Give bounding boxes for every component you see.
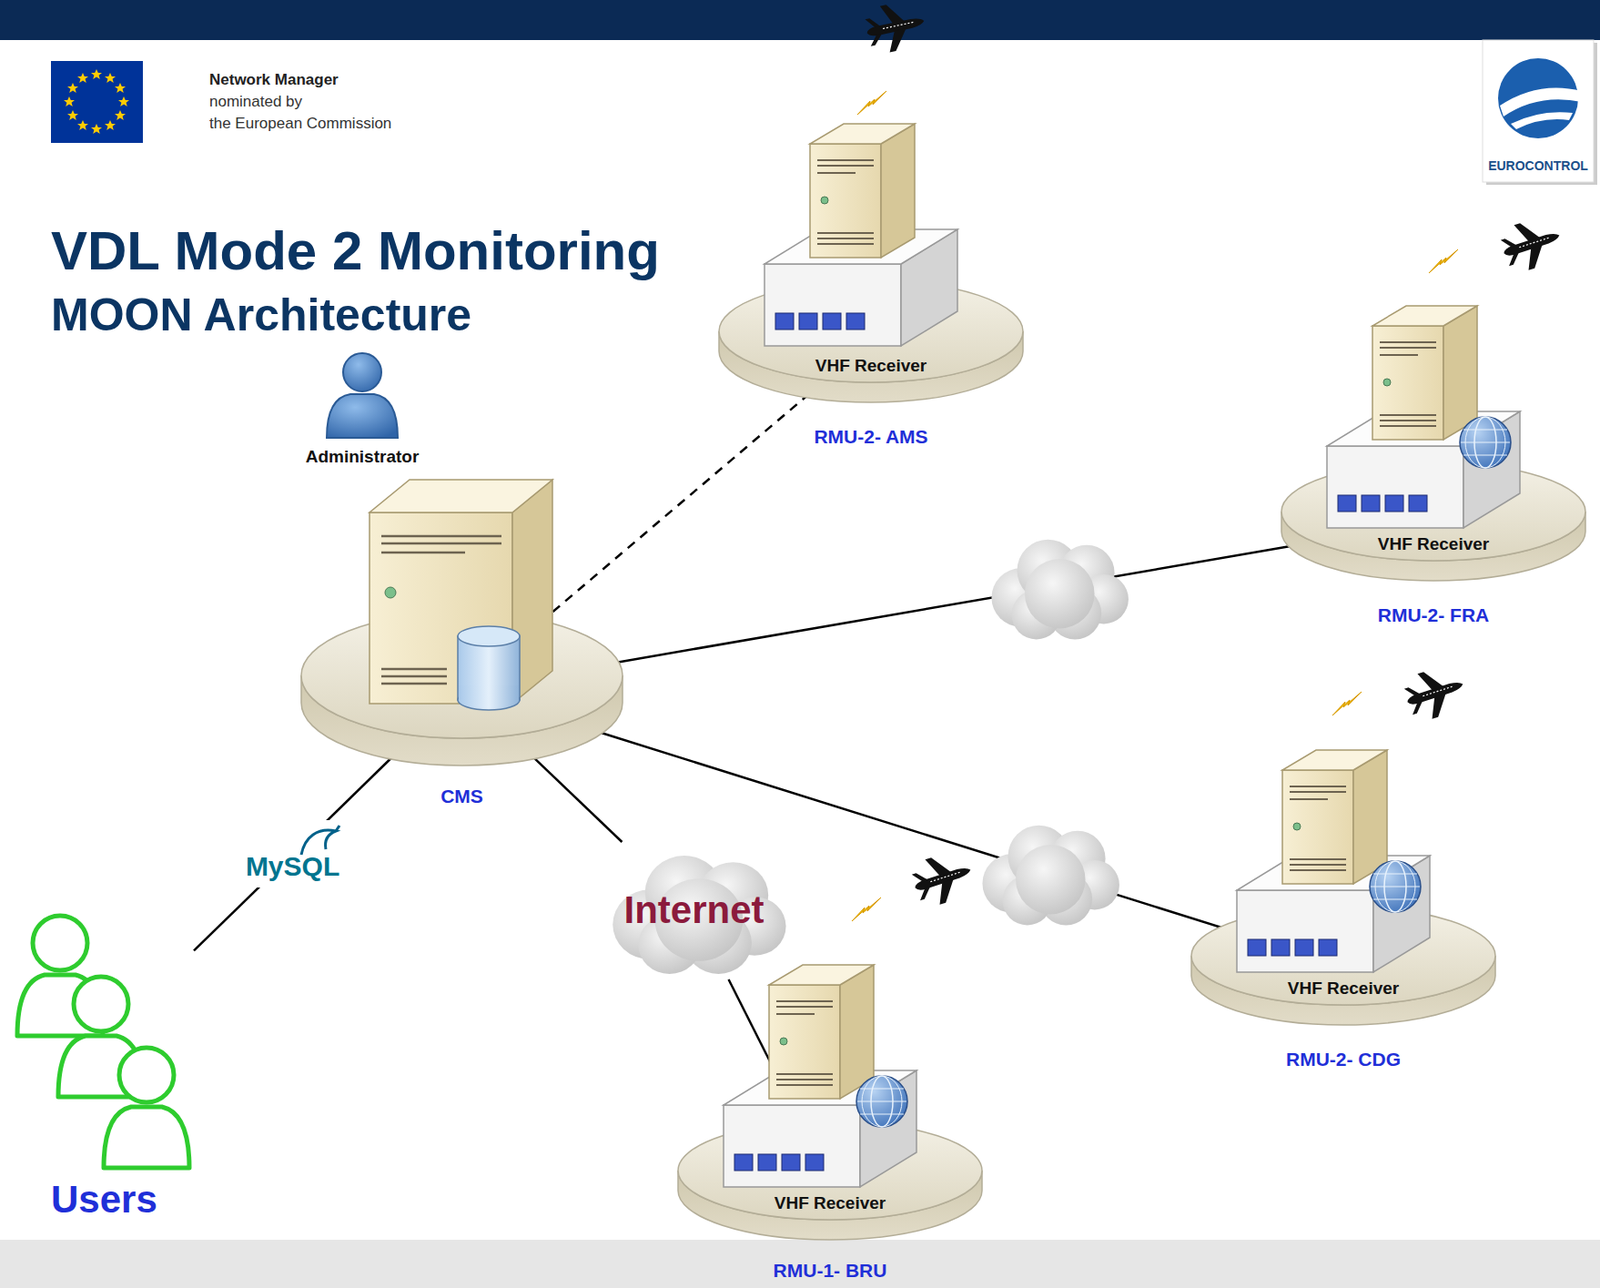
radio-link [1428, 249, 1459, 274]
disc-shape [301, 612, 623, 766]
station-label: CMS [440, 785, 484, 808]
administrator-icon: Administrator [323, 350, 402, 440]
network-link [533, 757, 622, 842]
logo-text: EUROCONTROL [1488, 158, 1589, 173]
edge-label: MySQL [234, 820, 351, 889]
admin-icon [326, 353, 398, 438]
aircraft-icon [861, 0, 929, 57]
subtitle: MOON Architecture [50, 290, 472, 341]
node-text: Users [50, 1177, 158, 1222]
disc-shape [1191, 906, 1496, 1025]
cloud-shape [612, 855, 786, 974]
eu-flag [50, 60, 143, 143]
platform-side [1281, 511, 1586, 581]
node-text: Administrator [305, 446, 420, 467]
header-text: Network Manager [209, 70, 339, 90]
srvg-icon [1236, 749, 1430, 973]
network-cloud [991, 539, 1128, 640]
station-label: RMU-2- AMS [813, 425, 928, 448]
srvg-icon [1326, 305, 1520, 528]
users-icon: Users [10, 908, 194, 1173]
node-text: VHF Receiver [774, 1193, 887, 1214]
station-label: RMU-1- BRU [773, 1259, 888, 1282]
aircraft-icon [907, 847, 978, 911]
vhf-receiver-station: VHF ReceiverRMU-1- BRU [678, 1121, 983, 1240]
node-text: VHF Receiver [1377, 534, 1490, 555]
rect-shape [323, 350, 402, 440]
platform-top [678, 1121, 983, 1220]
platform-side [718, 331, 1023, 403]
node-text: Internet [623, 888, 764, 932]
network-link [596, 730, 1226, 929]
network-cloud [982, 825, 1119, 926]
eurocontrol-logo [1482, 40, 1598, 185]
disc-shape [1281, 462, 1586, 581]
vhf-receiver-station: VHF ReceiverRMU-2- AMS [718, 280, 1023, 403]
footer-band [0, 1239, 1600, 1288]
radio-link [857, 91, 887, 115]
central-server: CMS [301, 612, 623, 766]
header-bar [0, 0, 1600, 41]
platform-side [1191, 955, 1496, 1025]
disc-shape [718, 280, 1023, 403]
network-link [729, 979, 801, 1123]
node-text: VHF Receiver [815, 355, 928, 376]
srv-icon [764, 123, 958, 346]
disc-shape [678, 1121, 983, 1240]
station-label: RMU-2- FRA [1377, 604, 1489, 627]
cms-icon [369, 479, 553, 710]
srvg-icon [723, 964, 917, 1187]
vhf-receiver-station: VHF ReceiverRMU-2- FRA [1281, 462, 1586, 581]
aircraft-icon [1496, 212, 1567, 276]
rect-shape [10, 908, 194, 1173]
radio-link [1332, 691, 1362, 716]
platform-top [1281, 462, 1586, 561]
platform-side [678, 1170, 983, 1240]
users-icon [17, 915, 190, 1168]
internet-cloud: Internet [596, 841, 792, 980]
platform-top [301, 612, 623, 739]
header-text: nominated by [209, 92, 303, 112]
platform-top [1191, 906, 1496, 1005]
radio-link [851, 897, 882, 922]
diagram-title: VDL Mode 2 Monitoring [50, 221, 660, 282]
network-link [612, 545, 1295, 663]
platform-top [718, 280, 1023, 383]
platform-side [301, 675, 623, 766]
aircraft-icon [1399, 661, 1470, 725]
network-link [540, 396, 807, 623]
network-link [193, 758, 392, 952]
node-text: VHF Receiver [1287, 978, 1400, 999]
vhf-receiver-station: VHF ReceiverRMU-2- CDG [1191, 906, 1496, 1025]
cloud-shape [596, 841, 792, 980]
header-text: the European Commission [209, 114, 392, 133]
station-label: RMU-2- CDG [1286, 1048, 1401, 1071]
